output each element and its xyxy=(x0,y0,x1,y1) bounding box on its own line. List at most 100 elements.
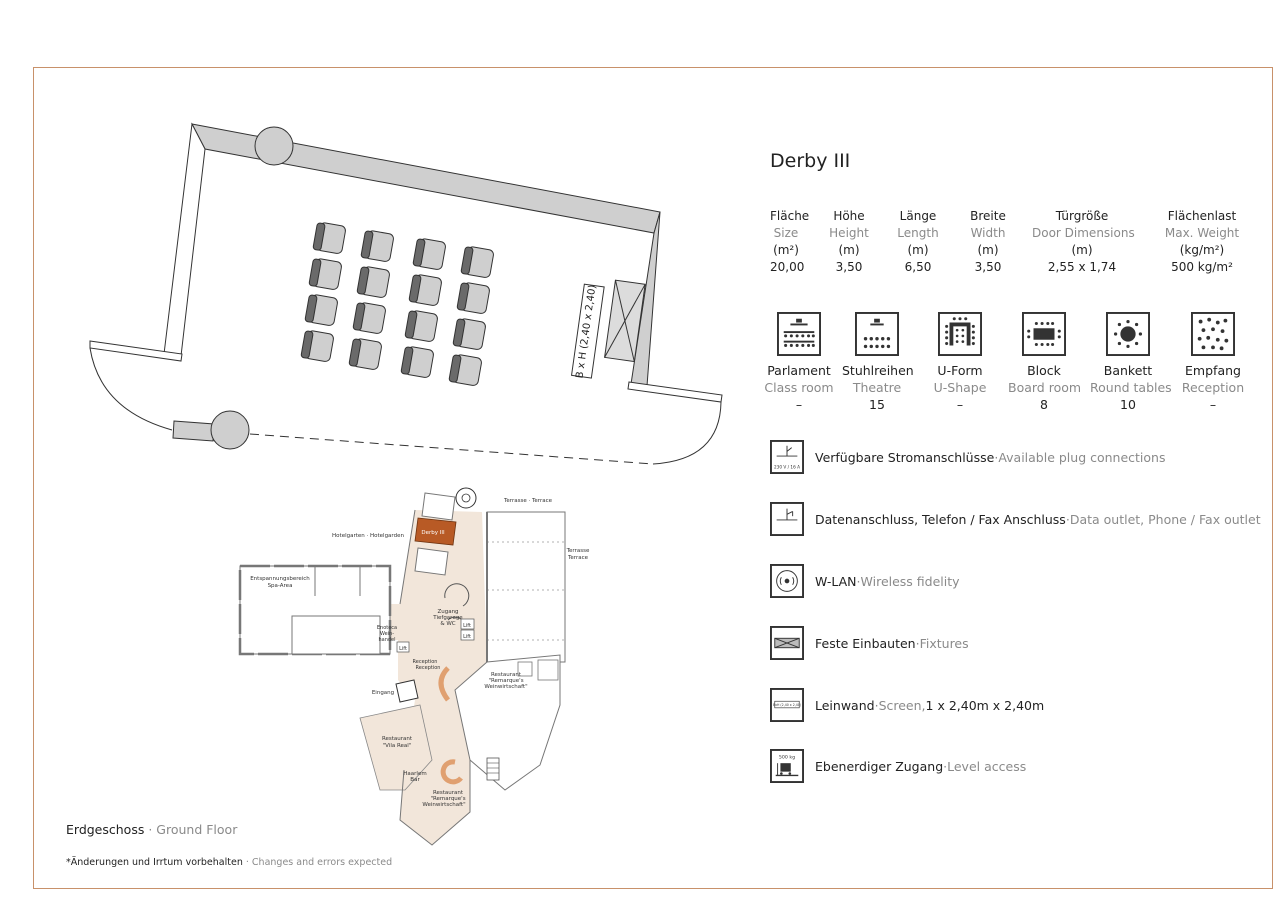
feature-fixtures-label-en: Fixtures xyxy=(919,635,969,651)
setup-reception: Empfang Reception – xyxy=(1178,312,1248,413)
feature-power-sep: · xyxy=(994,449,999,465)
label-terrace-right-de: Terrasse xyxy=(566,548,590,554)
setup-theatre-label-en: Theatre xyxy=(852,380,902,395)
disclaimer-sep: · xyxy=(242,857,252,868)
floor-caption: Erdgeschoss · Ground Floor xyxy=(66,822,237,837)
spec-size-label: Fläche xyxy=(770,209,810,223)
feature-screen: BxH (2,40 x 2,40) Leinwand · Screen, 1 x… xyxy=(770,688,1044,722)
spec-size: Fläche Size (m²) 20,00 xyxy=(770,208,810,276)
feature-wifi-label: W-LAN xyxy=(815,573,857,589)
setup-board-room: Block Board room 8 xyxy=(1008,312,1082,413)
power-icon-text: 230 V / 16 A xyxy=(774,464,800,469)
setup-u-shape: U-Form U-Shape – xyxy=(925,312,995,413)
setup-banquet-label: Bankett xyxy=(1103,363,1153,378)
feature-screen-label-en: Screen, xyxy=(878,697,926,713)
setup-reception-label-en: Reception xyxy=(1181,380,1245,395)
label-restaurant-2-c: Weinwirtschaft" xyxy=(422,802,465,808)
spec-door-value: 2,55 x 1,74 xyxy=(1047,260,1117,274)
spec-door-unit: (m) xyxy=(1071,243,1093,257)
spec-door-label: Türgröße xyxy=(1055,209,1109,223)
setup-theatre-label: Stuhlreihen xyxy=(842,363,914,378)
label-vila-a: Restaurant xyxy=(382,736,413,742)
chair xyxy=(400,346,434,378)
wifi-icon xyxy=(770,564,804,598)
chair xyxy=(304,294,338,326)
level-access-icon-text: 500 kg xyxy=(779,754,795,760)
spec-weight-label-en: Max. Weight xyxy=(1164,226,1240,240)
derby-room-highlight xyxy=(414,517,457,546)
spec-weight-value: 500 kg/m² xyxy=(1171,260,1233,274)
setup-classroom-value: – xyxy=(795,397,803,412)
spec-width-label: Breite xyxy=(970,209,1006,223)
label-spa-en: Spa-Area xyxy=(268,583,293,589)
spec-weight-unit: (kg/m²) xyxy=(1179,243,1225,257)
feature-data: Datenanschluss, Telefon / Fax Anschluss … xyxy=(770,502,1261,536)
feature-data-label: Datenanschluss, Telefon / Fax Anschluss xyxy=(815,511,1066,527)
feature-fixtures-sep: · xyxy=(915,635,920,651)
setup-u-shape-label: U-Form xyxy=(937,363,983,378)
label-haarlem-b: Bar xyxy=(410,777,420,783)
spec-length-unit: (m) xyxy=(907,243,929,257)
spec-height-label: Höhe xyxy=(833,209,865,223)
spec-height-label-en: Height xyxy=(829,226,869,240)
setup-board-room-label: Block xyxy=(1027,363,1061,378)
boardroom-setup-icon xyxy=(1022,312,1066,356)
spec-height-unit: (m) xyxy=(838,243,860,257)
setup-u-shape-value: – xyxy=(956,397,964,412)
spec-size-label-en: Size xyxy=(773,226,799,240)
chair-group xyxy=(300,222,494,386)
room-title: Derby III xyxy=(770,150,851,172)
label-restaurant-1-b: "Remarque's xyxy=(488,678,523,684)
spec-weight-label: Flächenlast xyxy=(1167,209,1237,223)
feature-wifi-sep: · xyxy=(856,573,861,589)
chair xyxy=(360,230,394,262)
label-lift-2: Lift xyxy=(463,634,471,640)
setup-theatre: Stuhlreihen Theatre 15 xyxy=(842,312,914,413)
spec-width-unit: (m) xyxy=(977,243,999,257)
spec-door: Türgröße Door Dimensions (m) 2,55 x 1,74 xyxy=(1032,208,1135,276)
setup-board-room-value: 8 xyxy=(1040,397,1048,412)
chair xyxy=(300,330,334,362)
setup-board-room-label-en: Board room xyxy=(1008,380,1082,395)
setup-classroom-label: Parlament xyxy=(767,363,831,378)
spec-height-value: 3,50 xyxy=(835,260,863,274)
setup-classroom: Parlament Class room – xyxy=(764,312,834,413)
feature-power-label-en: Available plug connections xyxy=(998,449,1166,465)
setup-banquet-value: 10 xyxy=(1120,397,1136,412)
label-reception-de: Reception xyxy=(413,659,438,665)
label-zugang-1: Zugang xyxy=(437,609,458,615)
feature-level-access-sep: · xyxy=(943,758,948,774)
screen-icon-text: BxH (2,40 x 2,40) xyxy=(773,703,801,707)
screen-icon: BxH (2,40 x 2,40) xyxy=(770,688,804,722)
spec-weight: Flächenlast Max. Weight (kg/m²) 500 kg/m… xyxy=(1164,208,1240,276)
label-haarlem-a: Haarlem xyxy=(403,771,426,777)
label-restaurant-2-b: "Remarque's xyxy=(430,796,465,802)
spec-length-label-en: Length xyxy=(897,226,939,240)
spec-height: Höhe Height (m) 3,50 xyxy=(826,208,872,276)
level-access-icon: 500 kg xyxy=(770,749,804,783)
feature-data-sep: · xyxy=(1065,511,1070,527)
label-vila-b: "Vila Real" xyxy=(383,743,412,749)
feature-power-label: Verfügbare Stromanschlüsse xyxy=(815,449,995,465)
setup-u-shape-label-en: U-Shape xyxy=(933,380,987,395)
label-zugang-2: Tiefgarage xyxy=(432,615,463,621)
setup-banquet-label-en: Round tables xyxy=(1090,380,1172,395)
disclaimer: *Änderungen und Irrtum vorbehalten · Cha… xyxy=(66,857,392,868)
spec-width-value: 3,50 xyxy=(974,260,1002,274)
chair xyxy=(412,238,446,270)
chair xyxy=(308,258,342,290)
chair xyxy=(456,282,490,314)
setup-reception-label: Empfang xyxy=(1185,363,1241,378)
setup-reception-value: – xyxy=(1209,397,1217,412)
chair xyxy=(460,246,494,278)
disclaimer-en: Changes and errors expected xyxy=(251,857,393,868)
label-eingang: Eingang xyxy=(372,690,394,696)
label-enoteca-3: handel xyxy=(378,637,395,643)
banquet-setup-icon xyxy=(1106,312,1150,356)
label-restaurant-2-a: Restaurant xyxy=(433,790,464,796)
label-restaurant-1-c: Weinwirtschaft" xyxy=(484,684,527,690)
feature-data-label-en: Data outlet, Phone / Fax outlet xyxy=(1069,511,1261,527)
feature-level-access-label-en: Level access xyxy=(947,758,1027,774)
label-terrace-right-en: Terrace xyxy=(567,555,589,561)
floor-caption-en: Ground Floor xyxy=(156,822,238,837)
